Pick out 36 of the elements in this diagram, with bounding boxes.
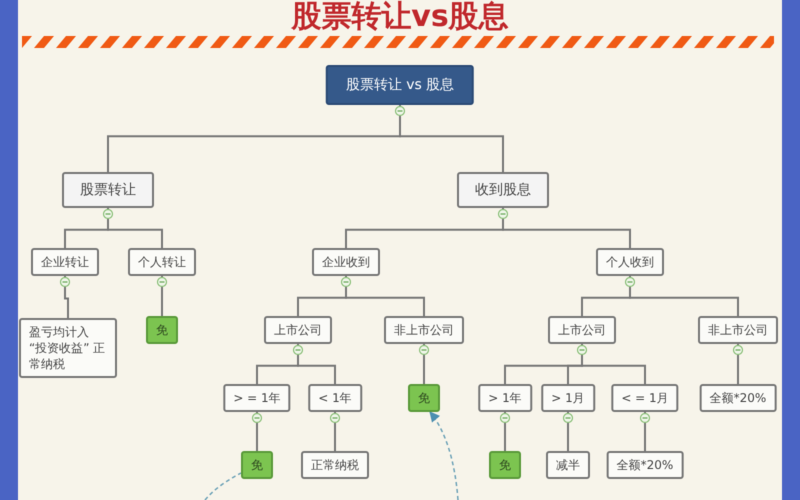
result-box: 免 — [146, 316, 178, 344]
connector-line — [504, 412, 506, 451]
topic-box: 个人收到 — [596, 248, 664, 276]
topic-box: 非上市公司 — [698, 316, 778, 344]
result-box: 免 — [408, 384, 440, 412]
connector-line — [644, 412, 646, 451]
dashed-arrow — [429, 411, 459, 500]
result-box: 免 — [489, 451, 521, 479]
topic-box: 企业收到 — [312, 248, 380, 276]
topic-box: 收到股息 — [457, 172, 549, 208]
topic-box: 盈亏均计入 “投资收益” 正常纳税 — [19, 318, 117, 378]
topic-box: > 1年 — [478, 384, 532, 412]
connector-line — [256, 412, 258, 451]
title: 股票转让vs股息 — [290, 0, 510, 34]
topic-box: 正常纳税 — [301, 451, 369, 479]
topic-box: 上市公司 — [548, 316, 616, 344]
connector-line — [161, 276, 163, 316]
connector-line — [64, 276, 69, 318]
topic-box: 企业转让 — [31, 248, 99, 276]
topic-box: > = 1年 — [223, 384, 291, 412]
root-box: 股票转让 vs 股息 — [326, 65, 474, 105]
connector-line — [567, 412, 569, 451]
topic-box: 减半 — [546, 451, 590, 479]
topic-box: 全额*20% — [606, 451, 684, 479]
topic-box: < 1年 — [308, 384, 362, 412]
connector-line — [423, 344, 425, 384]
topic-box: 全额*20% — [700, 384, 776, 412]
connector-line — [737, 344, 739, 384]
topic-box: > 1月 — [541, 384, 595, 412]
topic-box: 股票转让 — [62, 172, 154, 208]
topic-box: 个人转让 — [128, 248, 196, 276]
topic-box: < = 1月 — [611, 384, 679, 412]
connector-line — [334, 412, 336, 451]
topic-box: 上市公司 — [264, 316, 332, 344]
result-box: 免 — [241, 451, 273, 479]
topic-box: 非上市公司 — [384, 316, 464, 344]
